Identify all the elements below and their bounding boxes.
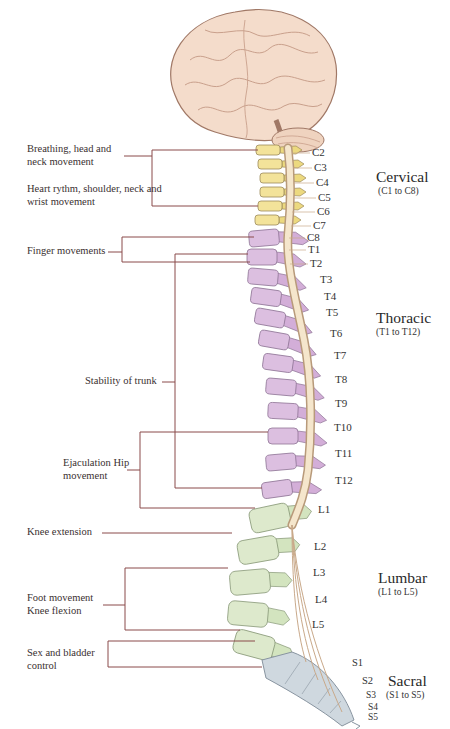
vertebra [268,428,327,446]
function-label: Foot movement Knee flexion [27,592,107,618]
vertebra-label: C8 [307,231,320,244]
region-range: (C1 to C8) [378,186,419,198]
vertebra-label: C5 [318,191,331,204]
vertebra-label: T7 [334,349,346,362]
cord [288,148,311,525]
vertebra-label: L2 [314,540,326,553]
leader-bracket [124,150,258,206]
vertebra-label: T6 [330,327,342,340]
vertebra-label: L5 [312,618,324,631]
leader-line [102,533,232,534]
vertebra [255,215,301,225]
leader-bracket [108,237,254,262]
sacral-segment [285,662,341,713]
region-title: Thoracic [376,309,431,328]
vertebra-label: T9 [335,397,347,410]
vertebra-label: T11 [335,447,352,460]
vertebra-label: S1 [352,657,363,670]
vertebra [262,353,323,379]
function-label: Breathing, head and neck movement [27,143,127,169]
vertebra [261,475,322,501]
vertebra-label: T12 [335,474,353,487]
vertebra-label: T8 [335,373,347,386]
coccyx [352,722,360,729]
brain-gyrus [185,76,325,86]
leader-bracket [162,254,262,488]
function-label: Sex and bladder control [27,647,107,673]
brain [171,10,337,152]
spinal-cord [288,148,342,712]
region-range: (T1 to T12) [376,327,420,339]
region-title: Lumbar [378,569,427,588]
sacrum [262,652,360,729]
function-label: Finger movements [27,245,105,258]
region-title: Sacral [388,672,427,691]
vertebra [265,450,325,473]
vertebra-label: T1 [308,243,320,256]
vertebra [227,600,291,629]
vertebra-label: S5 [368,712,378,724]
vertebra-label: L1 [318,503,330,516]
vertebra-label: L4 [315,593,327,606]
leader-lines [102,150,268,667]
function-label: Ejaculation Hip movement [63,457,131,483]
vertebra [258,201,304,211]
brain-gyrus [205,30,310,36]
brain-gyrus [190,44,318,60]
vertebra [256,145,302,155]
vertebra-label: C2 [312,146,325,159]
vertebra [265,378,325,401]
brain-gyrus [198,103,322,112]
function-label: Heart rythm, shoulder, neck and wrist mo… [27,183,167,209]
function-label: Knee extension [27,526,92,539]
vertebra-label: C6 [317,205,330,218]
vertebra-label: S4 [368,702,378,714]
region-title: Cervical [376,168,429,187]
sacrum-bone [262,652,354,726]
vertebra-label: C4 [316,176,329,189]
function-label: Stability of trunk [85,375,157,388]
vertebra-label: T2 [310,257,322,270]
region-range: (S1 to S5) [386,690,425,702]
vertebra-label: T5 [326,306,338,319]
vertebra-label: T4 [324,290,336,303]
vertebral-column [227,145,327,667]
leader-bracket [127,432,268,508]
cord-outline [288,148,311,525]
vertebra [258,159,304,169]
vertebra-label: S2 [362,675,373,688]
vertebra [260,173,306,183]
leader-bracket [103,568,240,630]
vertebra-label: S3 [366,690,376,702]
vertebra [229,566,293,595]
vertebra [267,402,327,423]
region-range: (L1 to L5) [378,587,418,599]
vertebra-label: C7 [313,219,326,232]
vertebra-label: C3 [314,161,327,174]
brain-sulcus [244,20,248,138]
vertebra-label: T10 [334,421,352,434]
vertebra [260,187,306,197]
cauda-equina [292,525,342,712]
vertebra-label: T3 [320,273,332,286]
vertebra-label: L3 [313,566,325,579]
leader-bracket [108,641,262,667]
brain-outline [171,10,337,141]
